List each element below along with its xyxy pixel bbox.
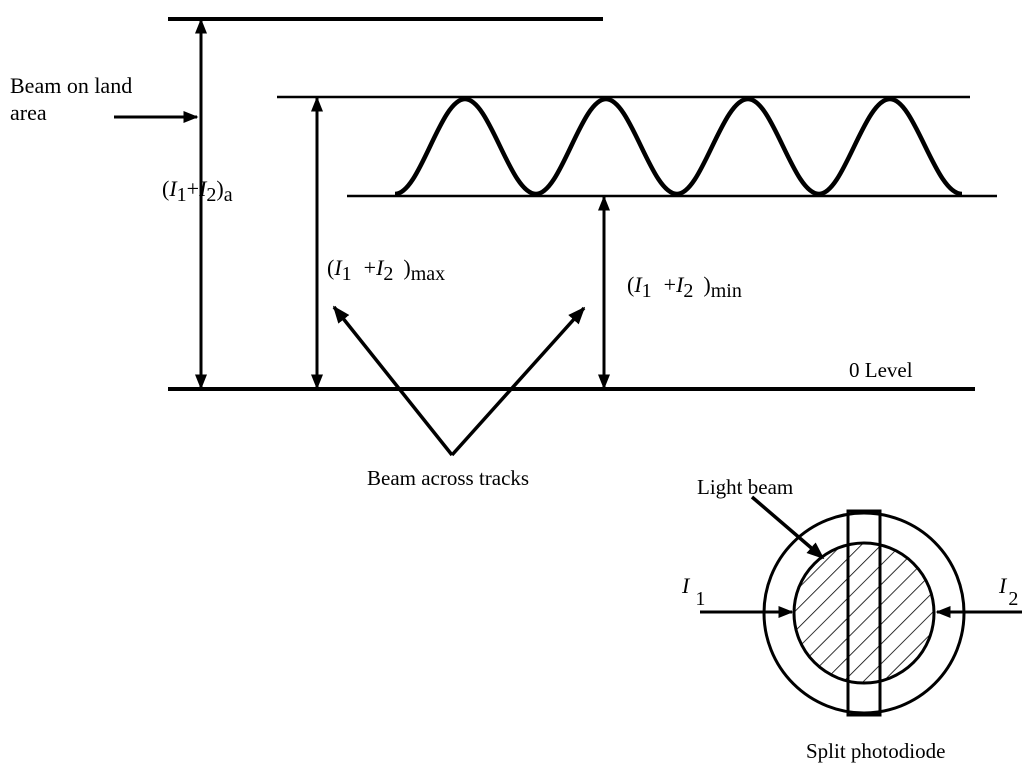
- light-beam-label: Light beam: [697, 475, 793, 499]
- i2-label: I2: [998, 573, 1018, 610]
- split-photodiode: [762, 509, 966, 717]
- light-beam-spot: [792, 541, 936, 685]
- beam-across-tracks-arrow-right: [450, 306, 586, 457]
- photodiode-split-gap: [846, 509, 882, 717]
- light-beam-arrow: [750, 495, 825, 560]
- light-beam-hatching: [794, 543, 934, 683]
- sum-min-label: (I1+I2)min: [627, 272, 742, 302]
- beam-on-land-label-line2: area: [10, 100, 47, 125]
- sum-max-label: (I1+I2)max: [327, 255, 445, 285]
- track-signal-wave: [394, 96, 963, 197]
- beam-on-land-label-line1: Beam on land: [10, 73, 132, 98]
- i1-label: I1: [681, 573, 705, 610]
- sum-a-label: (I1+I2)a: [162, 176, 233, 206]
- beam-across-tracks-label: Beam across tracks: [367, 466, 529, 490]
- split-photodiode-label: Split photodiode: [806, 739, 945, 763]
- beam-across-tracks-arrow-left: [332, 305, 454, 457]
- zero-level-label: 0 Level: [849, 358, 913, 382]
